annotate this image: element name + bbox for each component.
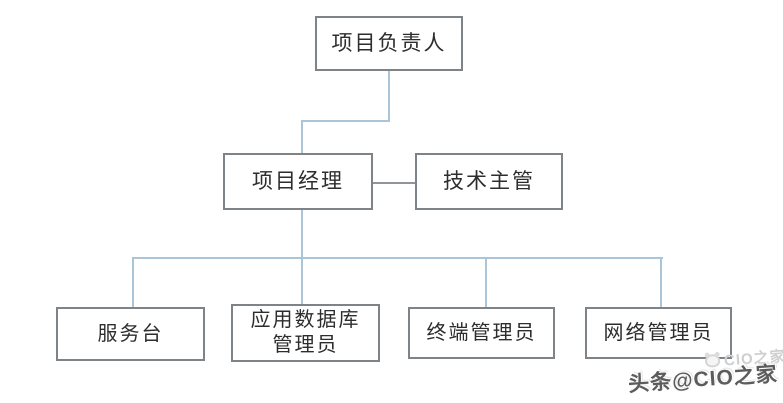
org-node-service-desk: 服务台 <box>56 307 205 361</box>
org-node-network-admin: 网络管理员 <box>585 307 732 359</box>
connector-drop-service-desk <box>132 257 134 308</box>
org-node-terminal-admin: 终端管理员 <box>408 307 555 359</box>
connector-drop-app-db-admin <box>301 257 303 305</box>
org-node-tech-supervisor: 技术主管 <box>415 153 563 210</box>
connector-drop-network-admin <box>660 257 662 308</box>
connector-manager-down <box>301 210 303 259</box>
connector-drop-terminal-admin <box>485 257 487 308</box>
connector-bottom-bus <box>132 257 663 259</box>
connector-manager-up <box>301 120 303 154</box>
org-node-project-leader: 项目负责人 <box>315 16 463 71</box>
org-node-project-manager: 项目经理 <box>223 153 373 210</box>
watermark-ghost-text: CIO之家 <box>723 348 783 370</box>
org-node-app-db-admin: 应用数据库 管理员 <box>231 304 380 362</box>
watermark-text: 头条@CIO之家 <box>627 362 779 397</box>
connector-leader-down <box>388 71 390 122</box>
connector-leader-elbow <box>301 120 390 122</box>
connector-manager-supervisor <box>373 182 415 184</box>
